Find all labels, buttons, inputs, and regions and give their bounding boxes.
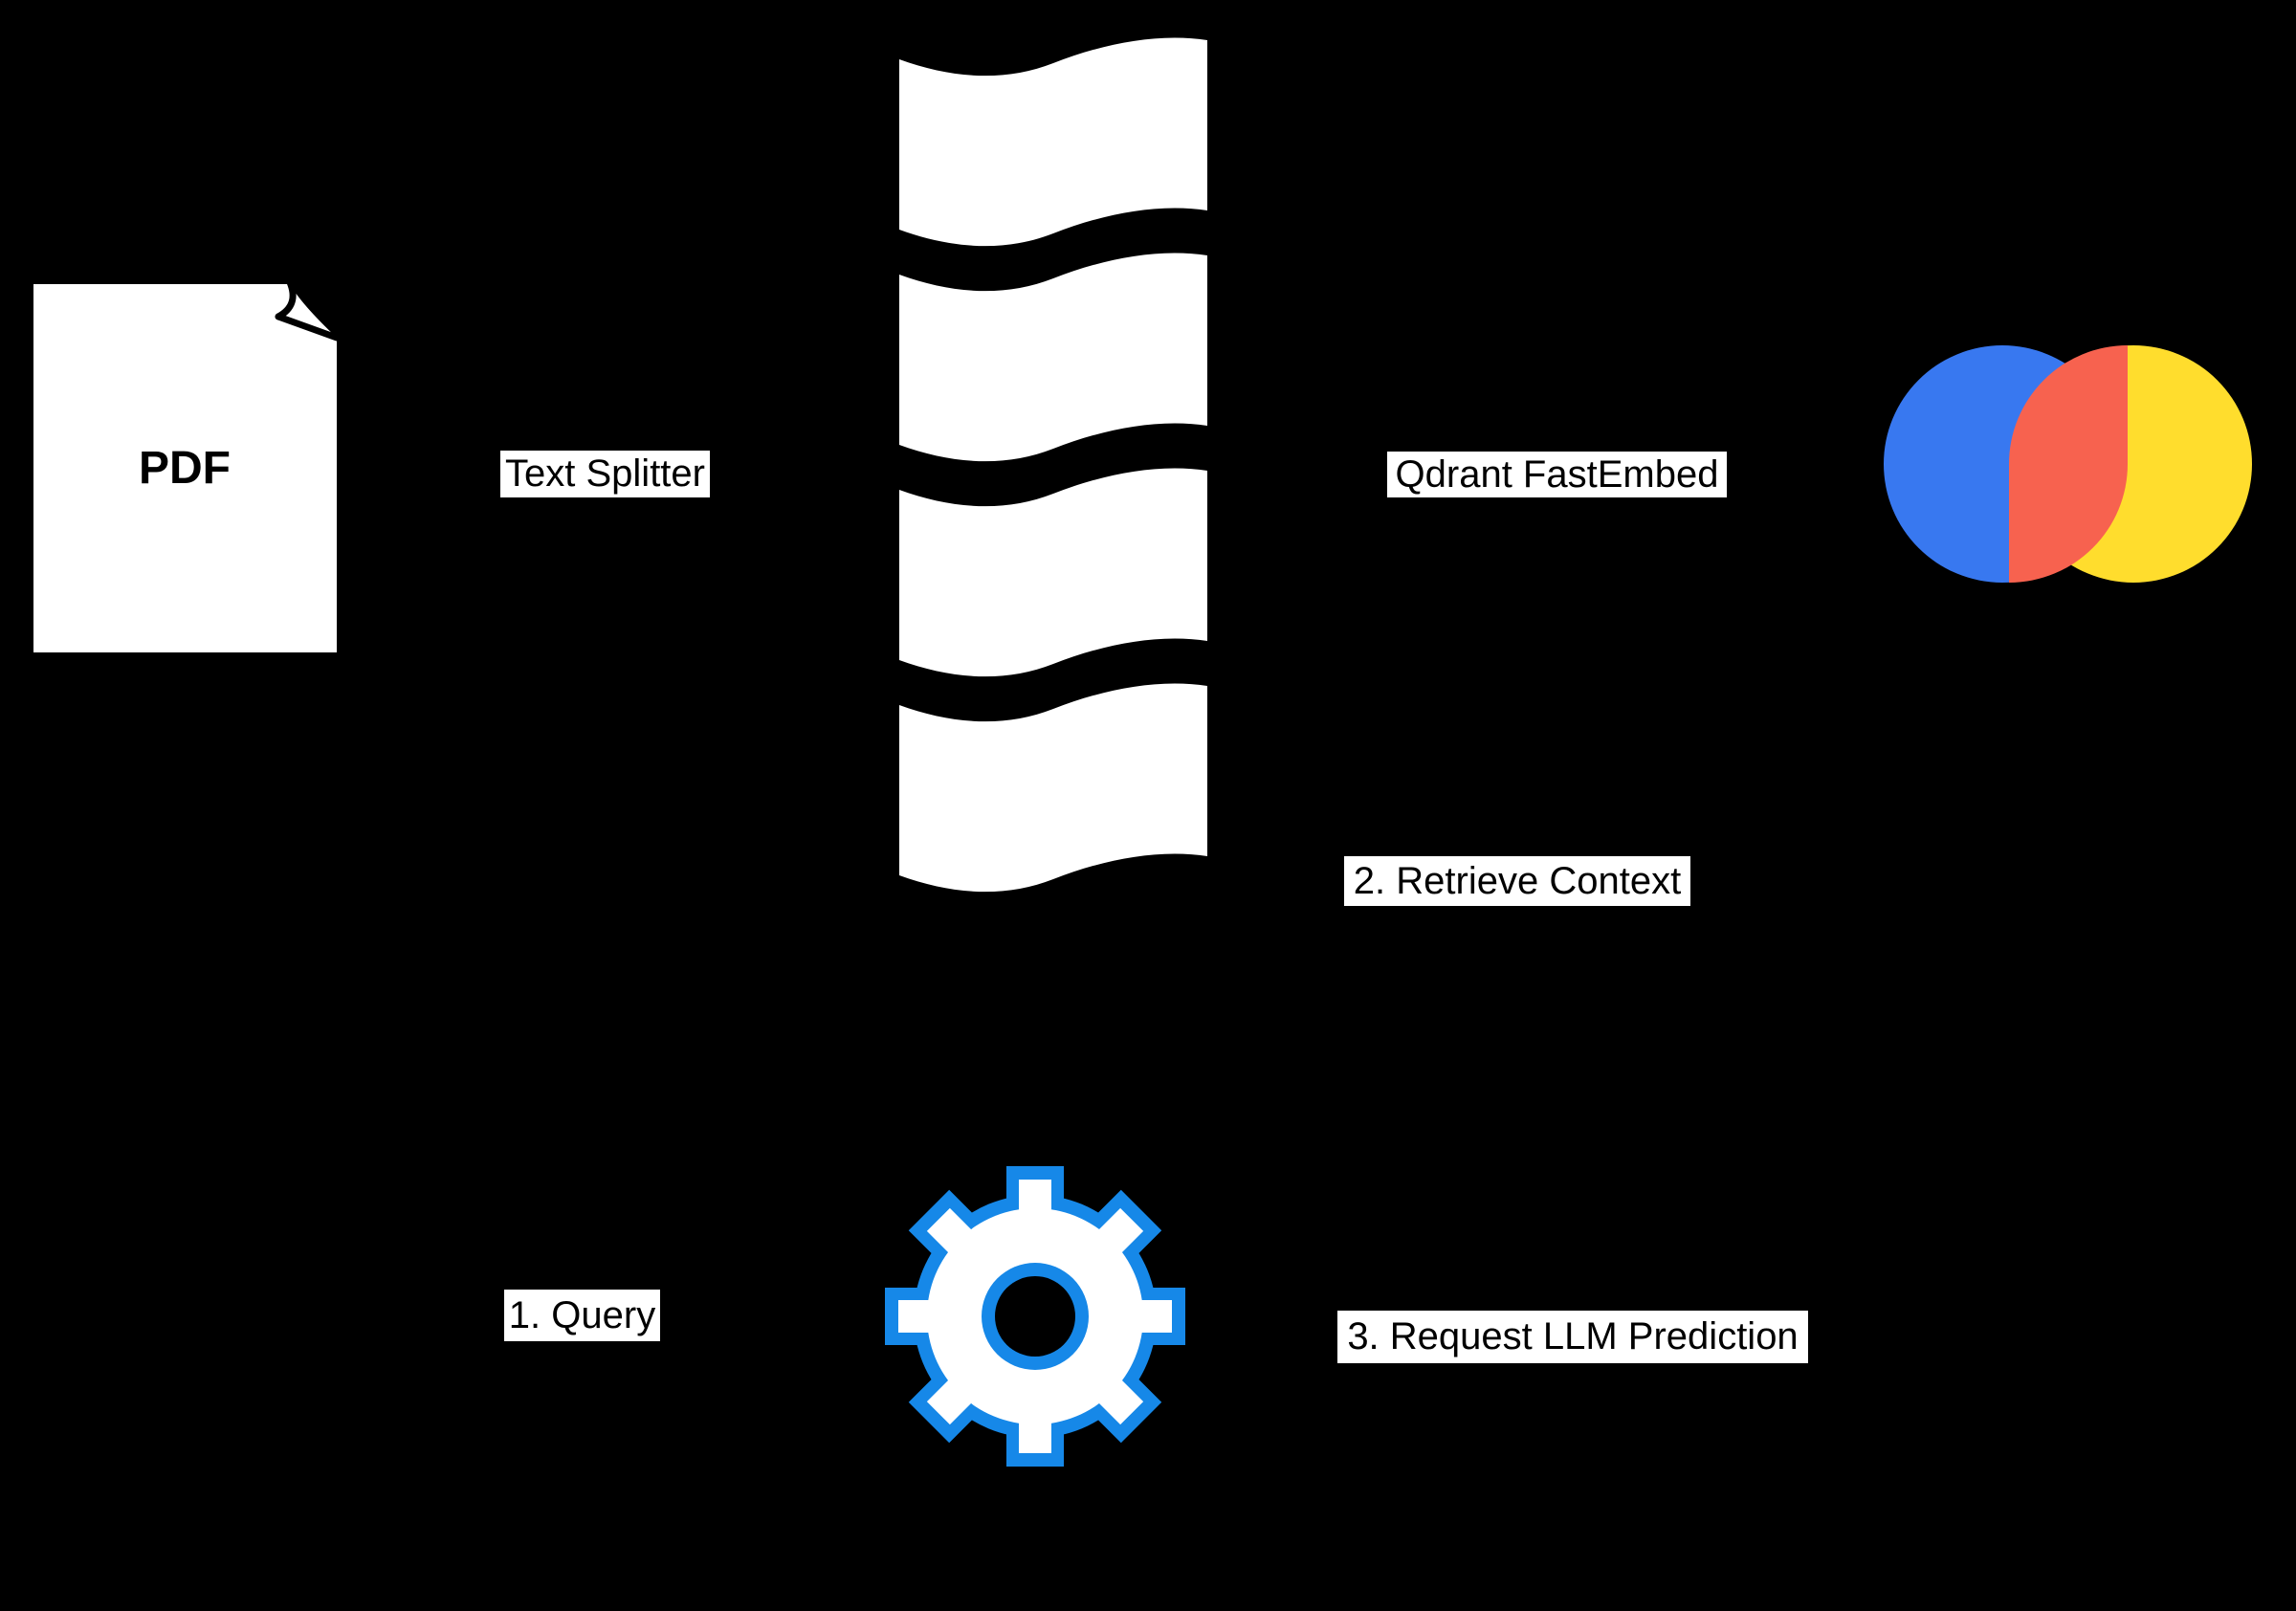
edge-label-text-splitter: Text Splitter (500, 451, 710, 497)
chunk-page-4 (899, 683, 1207, 893)
pdf-corner-crease (275, 313, 341, 342)
pdf-label: PDF (139, 443, 231, 494)
chunk-page-1 (899, 37, 1207, 247)
pdf-page-shape (33, 284, 337, 652)
pdf-document-icon: PDF (33, 278, 341, 652)
gear-icon (885, 1166, 1185, 1467)
edge-label-request-llm-prediction: 3. Request LLM Prediction (1337, 1311, 1808, 1363)
overlapping-circles-logo (1884, 345, 2252, 583)
logo-red-overlap (2009, 345, 2128, 583)
edge-label-query: 1. Query (504, 1290, 660, 1341)
edge-label-qdrant-fastembed: Qdrant FastEmbed (1387, 452, 1727, 497)
gear-hub-hole (995, 1276, 1075, 1357)
document-chunks-stack-icon (899, 37, 1207, 893)
chunk-page-3 (899, 468, 1207, 677)
edge-label-retrieve-context: 2. Retrieve Context (1344, 856, 1690, 906)
chunk-page-2 (899, 253, 1207, 462)
